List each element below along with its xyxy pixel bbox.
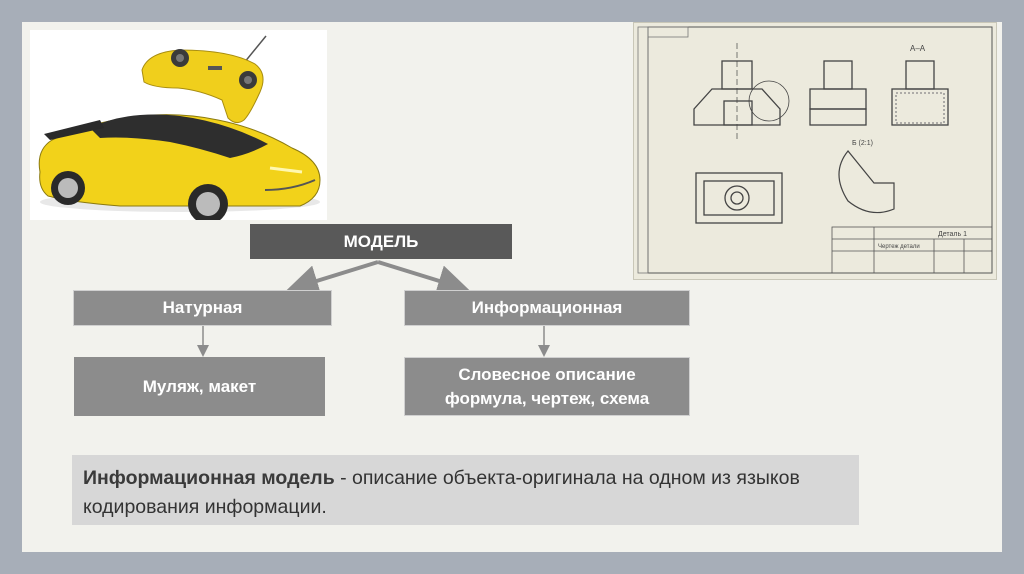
arrow-to-natural (294, 262, 378, 288)
description-line-1: Словесное описание (458, 363, 635, 387)
description-line-2: формула, чертеж, схема (445, 387, 649, 411)
technical-drawing: А–А Б (2:1) Деталь 1 (633, 22, 997, 280)
slide: А–А Б (2:1) Деталь 1 (22, 22, 1002, 552)
description-box: Словесное описание формула, чертеж, схем… (404, 357, 690, 416)
arrow-to-information (378, 262, 462, 288)
definition-block: Информационная модель - описание объекта… (72, 455, 859, 525)
mockup-box: Муляж, макет (74, 357, 325, 416)
information-model-box: Информационная (404, 290, 690, 326)
technical-drawing-illustration: А–А Б (2:1) Деталь 1 (634, 23, 996, 279)
natural-model-box: Натурная (73, 290, 332, 326)
toy-car-photo (30, 30, 327, 220)
title-block-name: Деталь 1 (938, 231, 967, 238)
section-label: А–А (910, 44, 926, 53)
title-block-caption: Чертеж детали (878, 244, 920, 250)
scale-label: Б (2:1) (852, 140, 873, 147)
toy-car-illustration (30, 30, 327, 220)
definition-term: Информационная модель (83, 467, 335, 489)
model-root-box: МОДЕЛЬ (250, 224, 512, 259)
